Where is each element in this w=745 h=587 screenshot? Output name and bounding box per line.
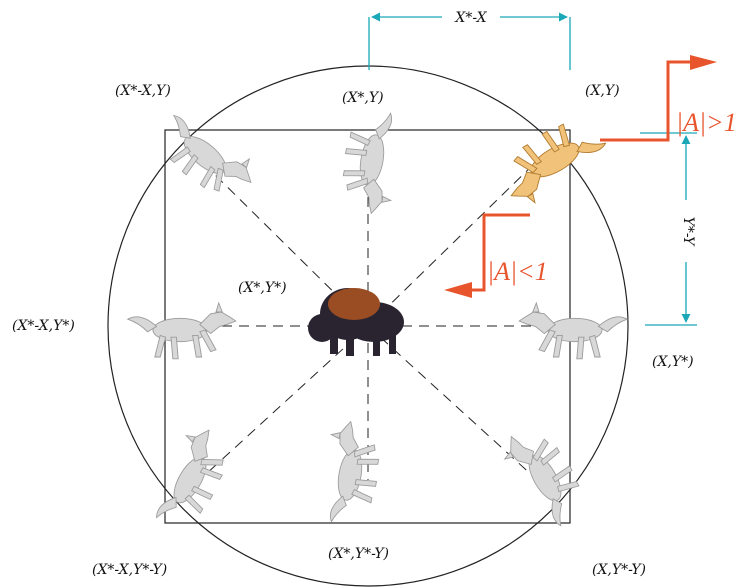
label-top-left: (X*-X,Y) — [115, 83, 171, 99]
dash-bottom-left — [205, 326, 368, 475]
wolf-icon-top-left — [150, 104, 262, 210]
wolf-icon-bottom-center — [316, 419, 386, 529]
label-top-right: (X,Y) — [585, 83, 620, 99]
dimension-vertical-label: Y*-Y — [680, 217, 696, 247]
label-bottom-right: (X,Y*-Y) — [592, 562, 646, 578]
label-bottom-center: (X*,Y*-Y) — [328, 546, 389, 562]
explore-condition-label: |A|>1 — [676, 108, 737, 137]
wolf-icon-top-right-alpha — [492, 109, 613, 211]
label-middle-right: (X,Y*) — [652, 354, 694, 370]
dimension-horizontal-label: X*-X — [454, 10, 487, 26]
wolf-icon-middle-right — [519, 303, 627, 359]
dash-top-right — [368, 158, 540, 326]
label-middle-left: (X*-X,Y*) — [12, 318, 75, 334]
explore-arrowhead — [690, 55, 717, 70]
wolf-icon-middle-left — [128, 303, 236, 359]
label-bottom-left: (X*-X,Y*-Y) — [92, 562, 167, 578]
exploit-condition-label: |A|<1 — [487, 257, 548, 286]
exploit-arrowhead — [444, 282, 472, 298]
wolf-icon-top-center — [336, 107, 406, 217]
label-top-center: (X*,Y) — [342, 90, 384, 106]
bison-icon — [308, 288, 404, 356]
label-center: (X*,Y*) — [238, 280, 287, 296]
